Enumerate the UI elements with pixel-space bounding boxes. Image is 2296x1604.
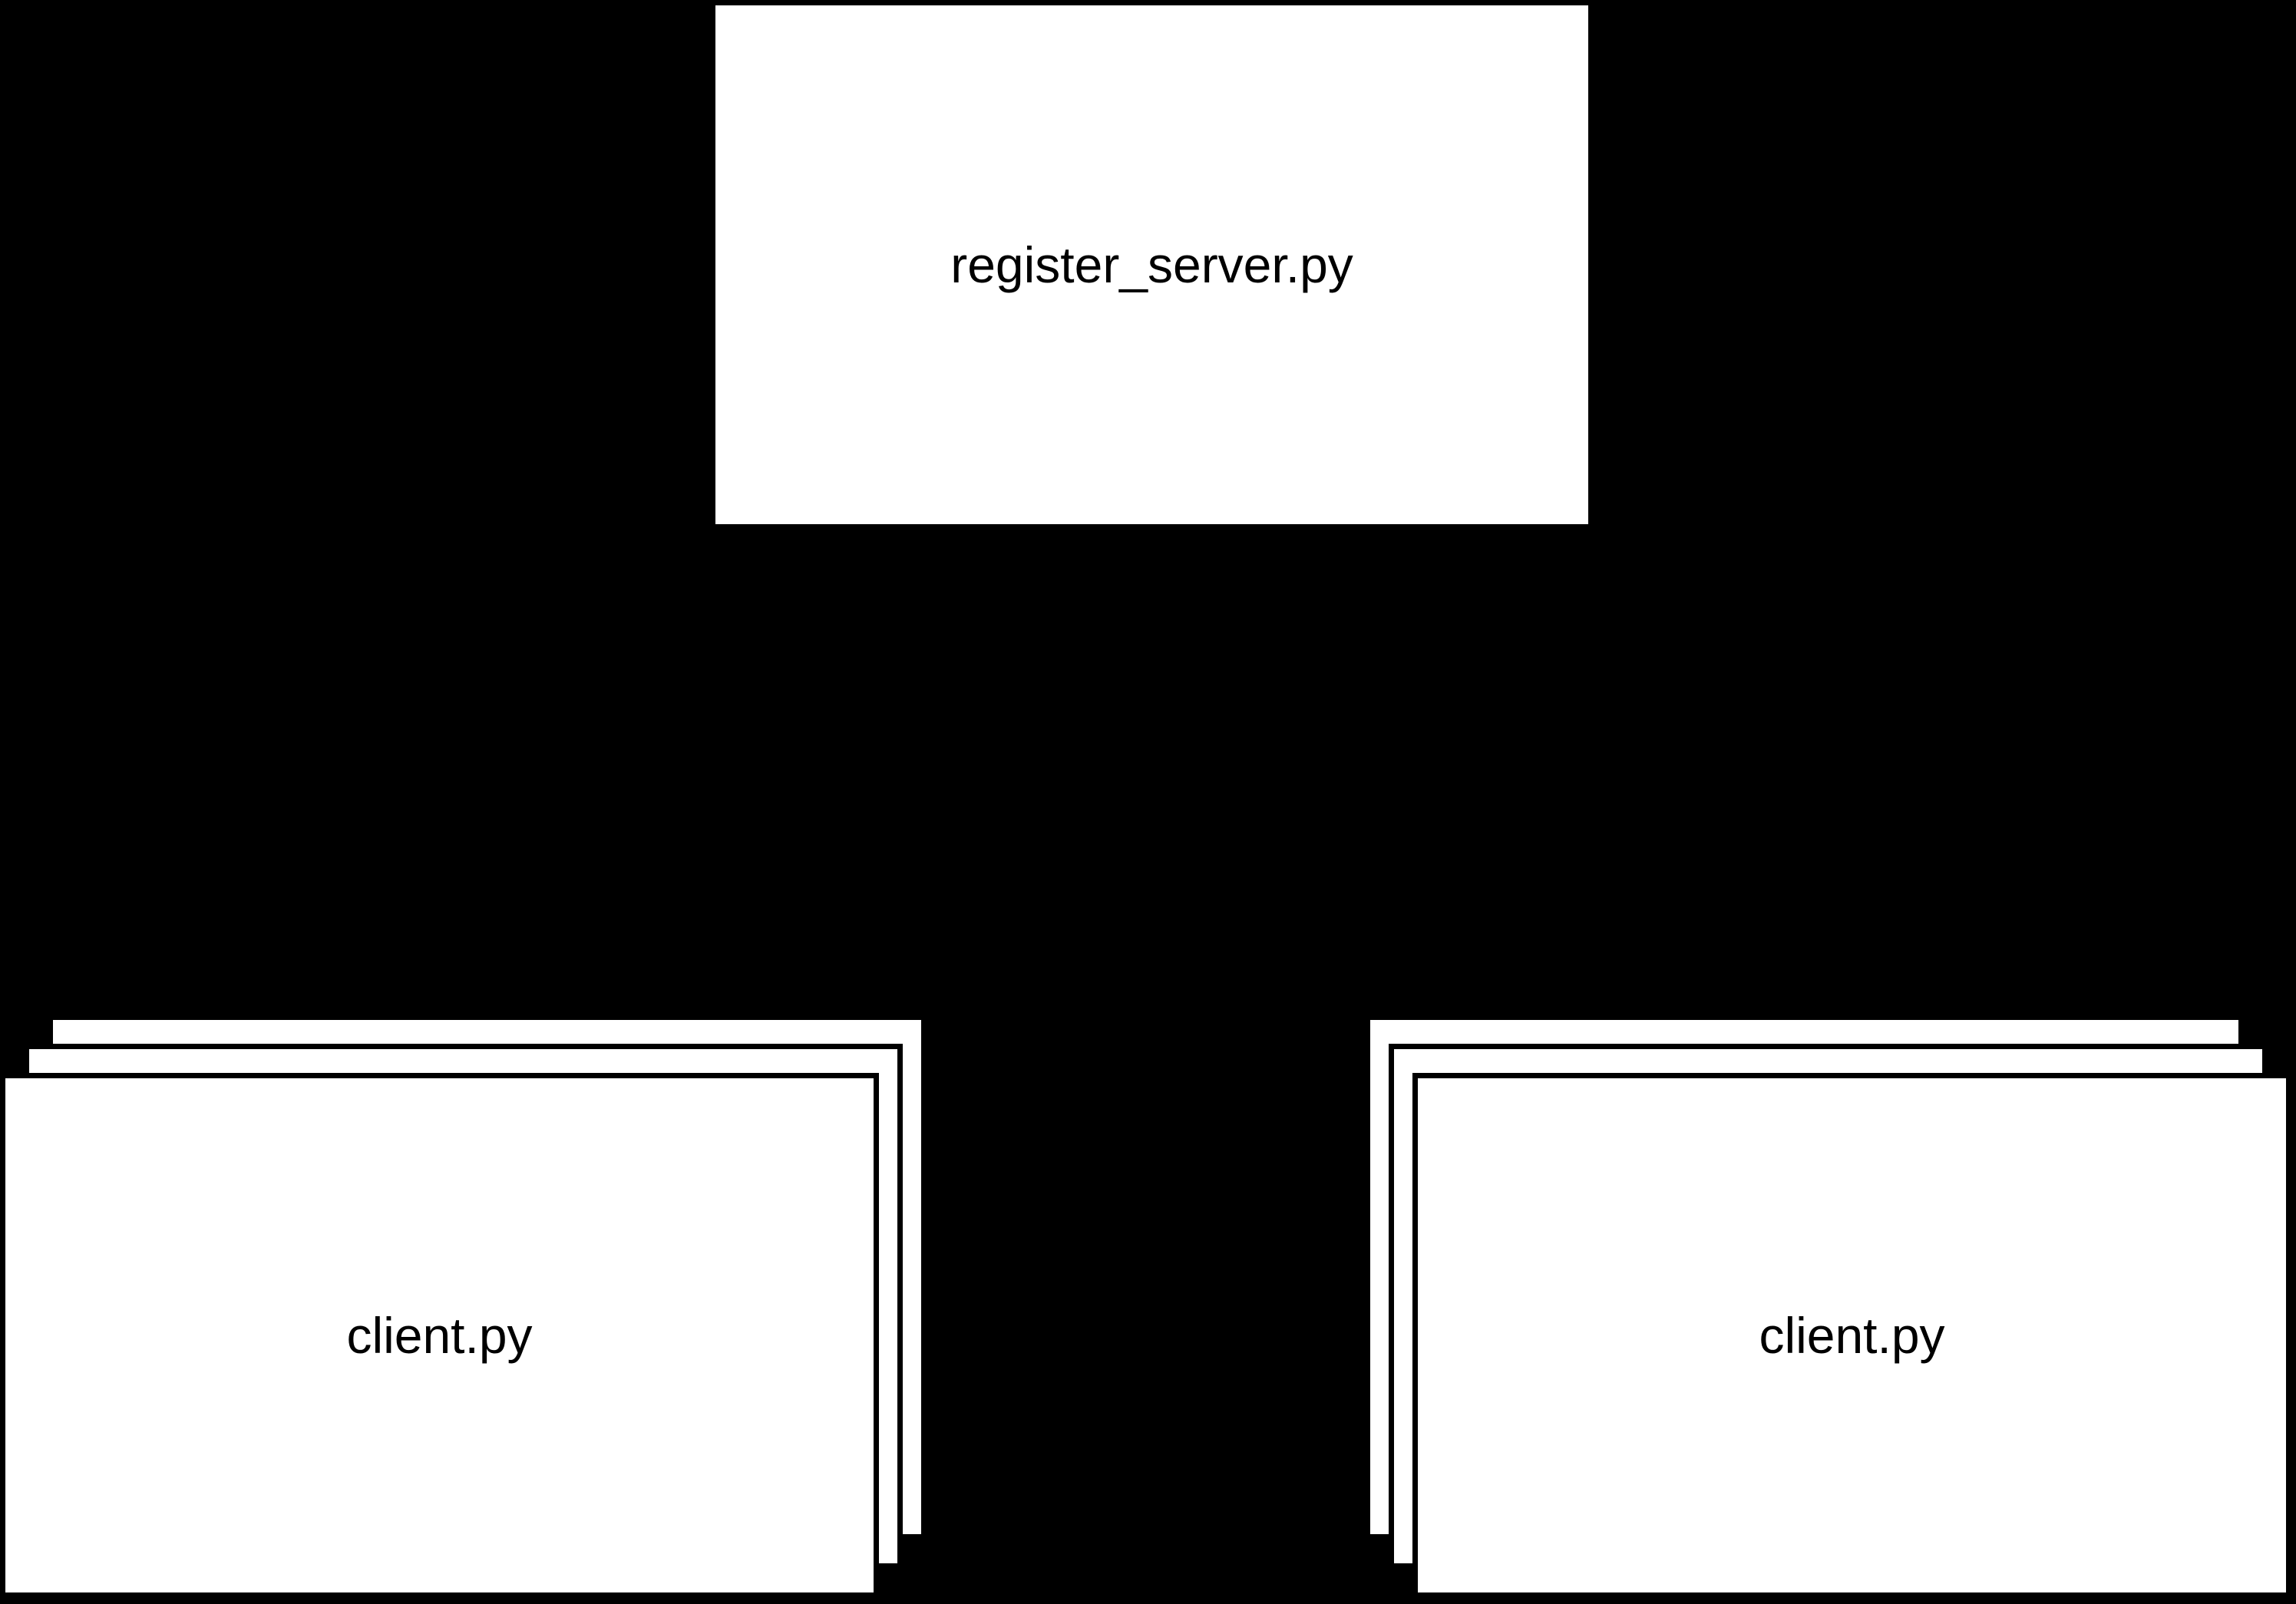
client-node-right-label: client.py [1759, 1307, 1945, 1364]
client-node-left-label: client.py [346, 1307, 533, 1364]
client-node-left: client.py [0, 1073, 879, 1598]
server-node-label: register_server.py [950, 236, 1353, 293]
server-node: register_server.py [710, 0, 1594, 530]
client-node-right: client.py [1412, 1073, 2291, 1598]
